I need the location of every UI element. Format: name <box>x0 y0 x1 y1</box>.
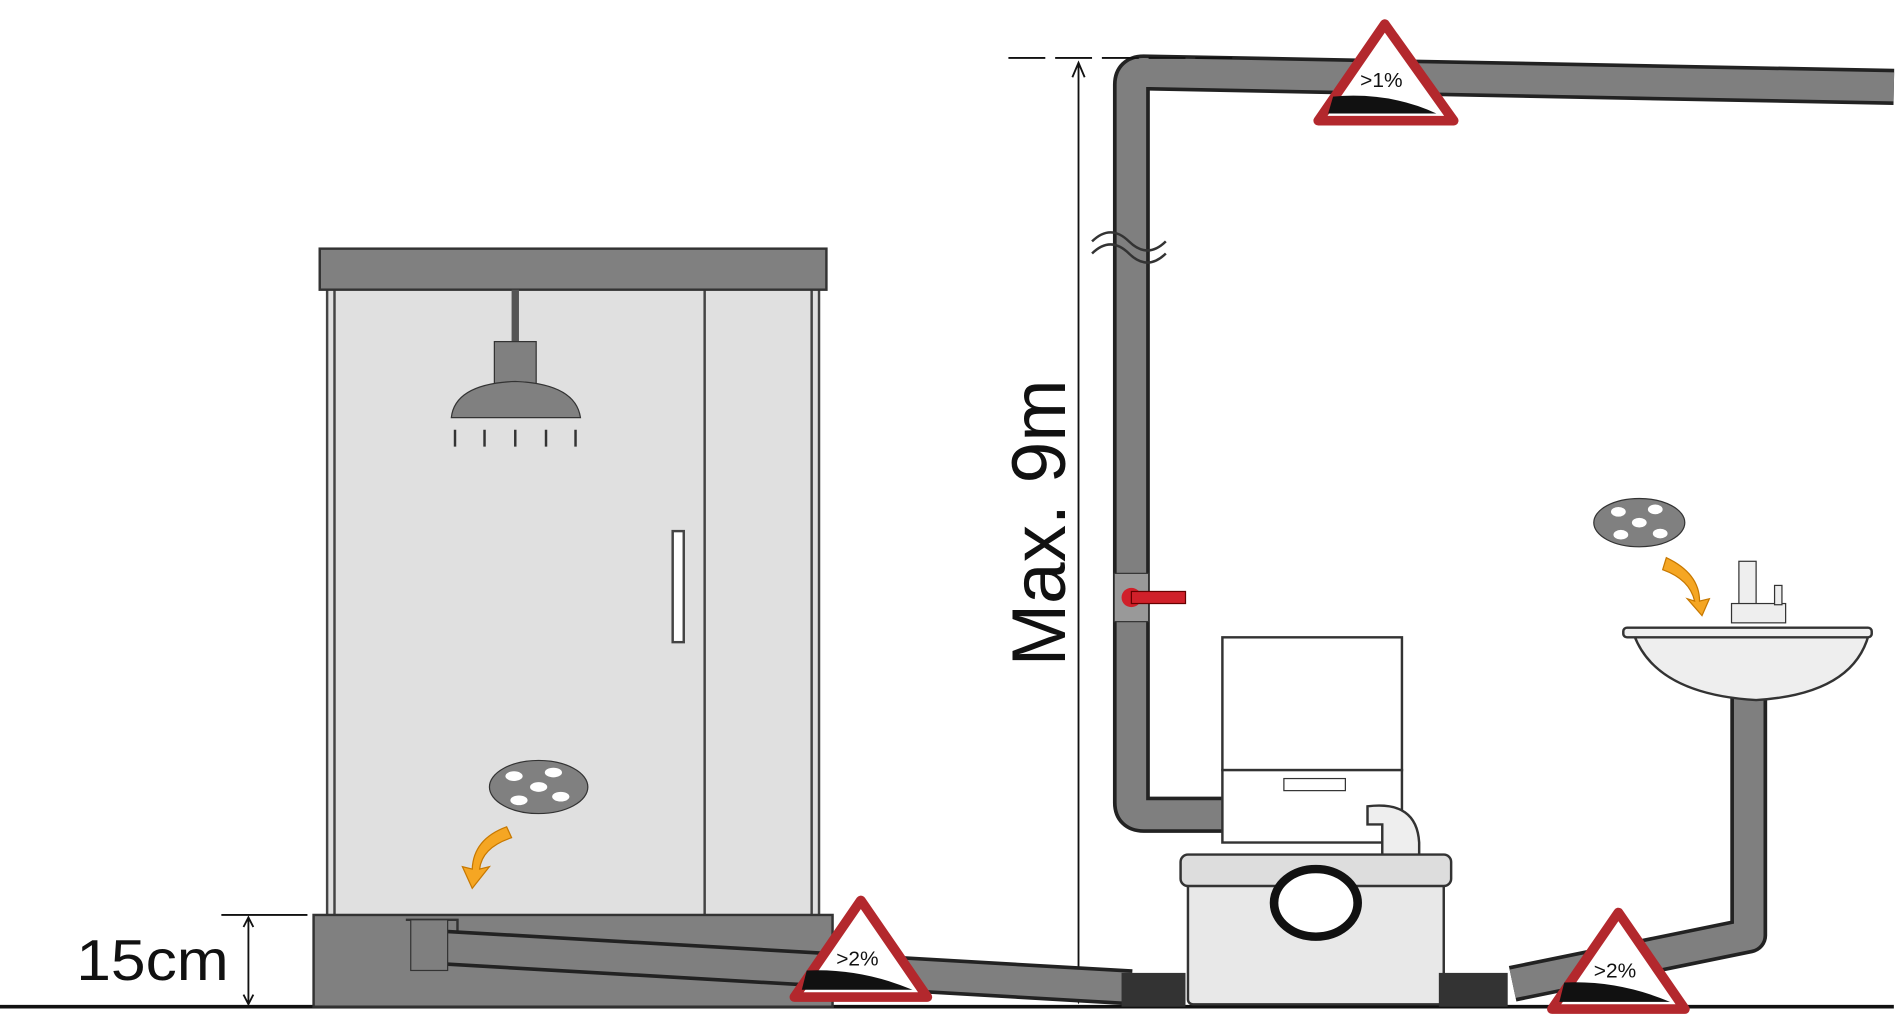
shower-head-icon <box>450 289 582 447</box>
toilet <box>1221 636 1421 862</box>
inlet-connector <box>1438 972 1508 1007</box>
drain-cover-icon <box>488 759 589 815</box>
max-height-label: Max. 9m <box>997 379 1082 666</box>
macerator-pump <box>1121 853 1508 1007</box>
discharge-pipe <box>1112 54 1895 833</box>
shower-cabin <box>312 247 834 1008</box>
slope-label: >2% <box>836 948 878 971</box>
wash-basin <box>1508 560 1873 1002</box>
slope-label: >2% <box>1594 960 1636 983</box>
shower-drain-pipe <box>405 918 1133 1006</box>
inlet-connector <box>1121 972 1186 1007</box>
slope-warning-basin: >2% <box>1547 907 1690 1014</box>
ball-valve <box>1113 572 1187 623</box>
base-height-dimension <box>221 914 308 1007</box>
arrow-icon <box>1661 556 1711 617</box>
pipe-break-mark <box>1091 231 1167 264</box>
door-handle <box>671 529 685 644</box>
drain-cover-icon <box>1593 497 1686 548</box>
slope-label: >1% <box>1360 69 1402 92</box>
arrow-icon <box>461 826 513 890</box>
base-height-label: 15cm <box>76 929 228 993</box>
faucet-icon <box>1730 560 1787 624</box>
slope-warning-top: >1% <box>1313 19 1459 126</box>
slope-warning-shower: >2% <box>789 895 933 1002</box>
